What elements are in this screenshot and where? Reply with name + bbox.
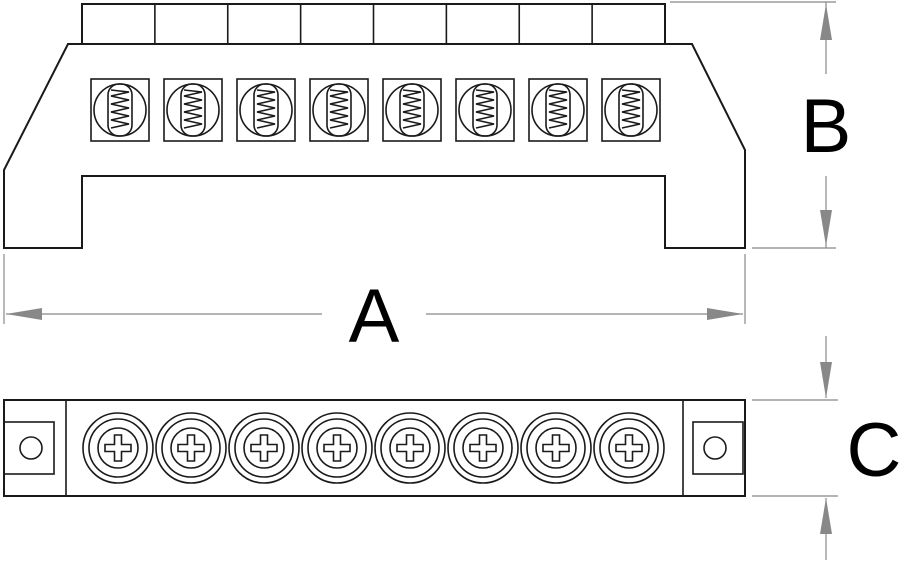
screw-middle-ring [453, 418, 513, 478]
top-screw [593, 412, 665, 484]
screw-shaft [472, 83, 498, 137]
screw-head-icon [462, 427, 504, 469]
spring-coil-icon [548, 89, 568, 129]
phillips-cross-icon [542, 434, 570, 462]
screw-shaft [326, 83, 352, 137]
terminal-blocks-row [81, 3, 666, 45]
screw-shaft [107, 83, 133, 137]
screw-outer-ring [520, 412, 592, 484]
screw-window [309, 78, 369, 142]
top-screw [155, 412, 227, 484]
side-screw-clamp [90, 78, 150, 142]
spring-coil-icon [475, 89, 495, 129]
screw-middle-ring [161, 418, 221, 478]
screw-outer-ring [447, 412, 519, 484]
screw-window [528, 78, 588, 142]
screw-head-icon [243, 427, 285, 469]
dimension-b: B [670, 1, 852, 249]
screw-middle-ring [380, 418, 440, 478]
top-screw [82, 412, 154, 484]
top-screw [301, 412, 373, 484]
dim-b-arrow-up-icon [820, 4, 832, 40]
screw-shaft [618, 83, 644, 137]
spring-coil-icon [329, 89, 349, 129]
screw-head-icon [97, 427, 139, 469]
dim-a-arrow-left-icon [6, 308, 42, 320]
screw-head-icon [608, 427, 650, 469]
screw-head-icon [170, 427, 212, 469]
dimension-label-b: B [801, 84, 852, 169]
spring-coil-icon [621, 89, 641, 129]
screw-shaft [180, 83, 206, 137]
screw-head-icon [535, 427, 577, 469]
screw-middle-ring [599, 418, 659, 478]
screw-outer-ring [82, 412, 154, 484]
screw-outer-ring [374, 412, 446, 484]
screw-window [601, 78, 661, 142]
dim-a-arrow-right-icon [707, 308, 743, 320]
screw-middle-ring [307, 418, 367, 478]
spring-coil-icon [183, 89, 203, 129]
screw-window [90, 78, 150, 142]
dim-b-arrow-down-icon [820, 210, 832, 246]
phillips-cross-icon [469, 434, 497, 462]
side-screw-clamp [601, 78, 661, 142]
screw-window [163, 78, 223, 142]
right-mount-tab [692, 421, 744, 475]
top-screw [447, 412, 519, 484]
screw-head-icon [389, 427, 431, 469]
spring-coil-icon [402, 89, 422, 129]
spring-coil-icon [110, 89, 130, 129]
top-screw-row [82, 412, 665, 484]
screw-shaft [253, 83, 279, 137]
screw-outer-ring [155, 412, 227, 484]
screw-middle-ring [526, 418, 586, 478]
left-mount-hole-icon [19, 436, 43, 460]
bus-bar-top-view [3, 399, 746, 497]
side-body-outline [3, 43, 746, 249]
top-screw [228, 412, 300, 484]
dim-c-arrow-up-icon [820, 498, 832, 534]
screw-shaft [399, 83, 425, 137]
screw-shaft [545, 83, 571, 137]
screw-outer-ring [593, 412, 665, 484]
phillips-cross-icon [250, 434, 278, 462]
phillips-cross-icon [177, 434, 205, 462]
phillips-cross-icon [396, 434, 424, 462]
screw-head-icon [316, 427, 358, 469]
side-screw-clamp [163, 78, 223, 142]
screw-window [236, 78, 296, 142]
side-screw-row [90, 78, 661, 142]
side-screw-clamp [309, 78, 369, 142]
dimension-label-a: A [349, 274, 400, 359]
phillips-cross-icon [104, 434, 132, 462]
top-screw [374, 412, 446, 484]
phillips-cross-icon [323, 434, 351, 462]
screw-outer-ring [228, 412, 300, 484]
left-mount-tab [3, 421, 55, 475]
dim-c-arrow-down-icon [820, 362, 832, 398]
dimension-c: C [752, 336, 900, 560]
dimension-a: A [3, 254, 746, 359]
screw-middle-ring [234, 418, 294, 478]
screw-middle-ring [88, 418, 148, 478]
top-screw [520, 412, 592, 484]
phillips-cross-icon [615, 434, 643, 462]
right-mount-hole-icon [703, 436, 727, 460]
screw-window [382, 78, 442, 142]
side-screw-clamp [382, 78, 442, 142]
bus-bar-side-view [3, 3, 746, 249]
spring-coil-icon [256, 89, 276, 129]
screw-window [455, 78, 515, 142]
side-screw-clamp [455, 78, 515, 142]
side-screw-clamp [236, 78, 296, 142]
screw-outer-ring [301, 412, 373, 484]
dimension-label-c: C [847, 408, 900, 493]
side-screw-clamp [528, 78, 588, 142]
